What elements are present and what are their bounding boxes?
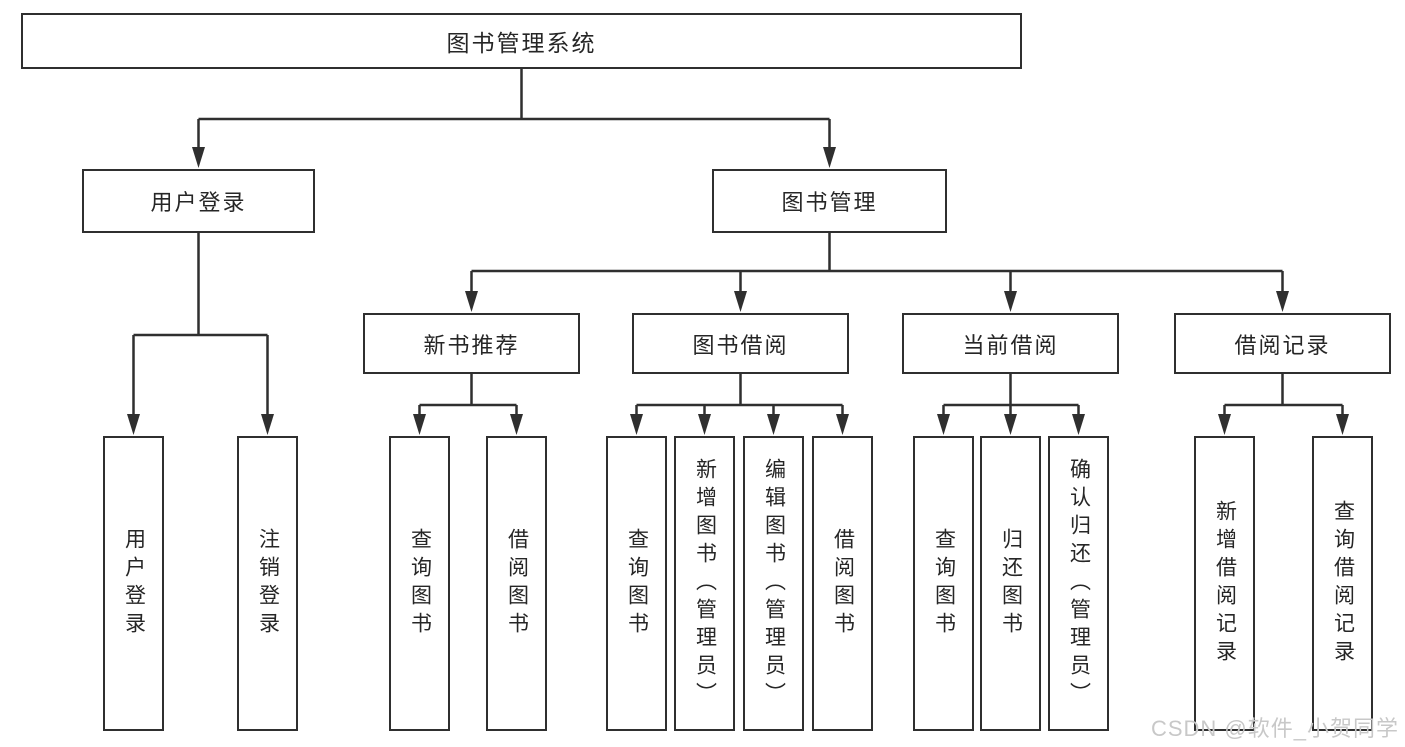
leaf-newbooks-query-books: 查询图书 [389,436,450,731]
leaf-user-login: 用户登录 [103,436,164,731]
node-book-borrowing: 图书借阅 [632,313,849,374]
node-book-management: 图书管理 [712,169,947,233]
node-user-login: 用户登录 [82,169,315,233]
leaf-current-return-books: 归还图书 [980,436,1041,731]
leaf-records-query-borrow-record: 查询借阅记录 [1312,436,1373,731]
leaf-borrow-add-books-admin: 新增图书（管理员） [674,436,735,731]
leaf-logout: 注销登录 [237,436,298,731]
node-new-book-recommendation: 新书推荐 [363,313,580,374]
leaf-borrow-query-books: 查询图书 [606,436,667,731]
leaf-records-add-borrow-record: 新增借阅记录 [1194,436,1255,731]
csdn-watermark: CSDN @软件_小贺同学 [1150,716,1399,741]
leaf-current-query-books: 查询图书 [913,436,974,731]
node-root-library-management-system: 图书管理系统 [21,13,1022,69]
node-borrowing-records: 借阅记录 [1174,313,1391,374]
leaf-current-confirm-return-admin: 确认归还（管理员） [1048,436,1109,731]
leaf-borrow-edit-books-admin: 编辑图书（管理员） [743,436,804,731]
leaf-borrow-borrow-books: 借阅图书 [812,436,873,731]
node-current-borrowing: 当前借阅 [902,313,1119,374]
leaf-newbooks-borrow-books: 借阅图书 [486,436,547,731]
